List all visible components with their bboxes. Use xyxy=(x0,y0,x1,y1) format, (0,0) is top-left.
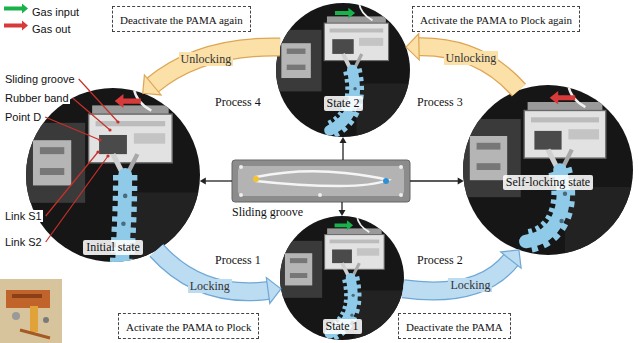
self-locking-photo xyxy=(463,85,633,255)
process-band-arrow xyxy=(406,34,519,90)
action-text: Deactivate the PAMA again xyxy=(120,14,243,26)
action-text: Activate the PAMA to Plock xyxy=(126,321,251,333)
legend-text: Gas out xyxy=(32,23,71,35)
label-holder: Process 4 xyxy=(214,92,262,110)
action-box: Activate the PAMA to Plock again xyxy=(412,6,580,32)
link-line xyxy=(341,202,342,211)
band-fill xyxy=(157,250,270,291)
label-holder: Process 2 xyxy=(416,250,464,268)
state2-photo xyxy=(276,3,410,137)
band-head xyxy=(406,34,419,60)
link-line xyxy=(410,180,459,181)
label-holder: Process 3 xyxy=(416,92,464,110)
label-holder: Link S1 xyxy=(4,206,43,224)
action-text: Activate the PAMA to Plock again xyxy=(420,14,572,26)
process-band-label: Locking xyxy=(188,279,232,293)
label-holder: Link S2 xyxy=(4,232,43,250)
state-label: State 2 xyxy=(324,96,363,111)
initial-photo xyxy=(26,88,200,269)
band-fill xyxy=(418,47,519,90)
leader-line xyxy=(79,79,118,122)
inset-photo xyxy=(0,279,62,343)
groove-plate xyxy=(232,160,410,202)
edge-label-holder: Unlocking xyxy=(179,49,234,67)
band-outline xyxy=(157,250,270,291)
state-circle: Self-locking state xyxy=(463,85,633,255)
part-label: Link S1 xyxy=(4,210,43,222)
state-label: Self-locking state xyxy=(503,175,593,190)
process-band-label: Locking xyxy=(448,278,492,292)
state1-photo xyxy=(280,216,404,340)
link-arrow xyxy=(340,137,347,160)
band-outline xyxy=(152,47,280,86)
state-label: State 1 xyxy=(323,319,362,334)
band-outline xyxy=(418,47,519,90)
link-arrow xyxy=(410,178,464,185)
link-line xyxy=(342,142,343,160)
process-label: Process 2 xyxy=(416,253,464,267)
edge-label-holder: Locking xyxy=(188,276,232,294)
action-box: Activate the PAMA to Plock xyxy=(118,313,259,339)
legend-holder: Gas out xyxy=(32,19,71,37)
legend-text: Gas input xyxy=(32,6,79,18)
band-head xyxy=(143,75,161,95)
process-band-arrow xyxy=(143,47,280,95)
link-line xyxy=(205,180,232,181)
process-label: Process 4 xyxy=(214,95,262,109)
link-head xyxy=(340,137,347,143)
leader-dot xyxy=(108,128,111,131)
edge-label-holder: Unlocking xyxy=(444,48,499,66)
band-head xyxy=(501,250,521,268)
part-label: Rubber band xyxy=(4,92,70,104)
edge-label-holder: Locking xyxy=(448,275,492,293)
label-holder: Point D xyxy=(4,107,42,125)
leader-line xyxy=(73,98,110,130)
leader-dot xyxy=(96,150,99,153)
part-label: Sliding groove xyxy=(4,73,76,85)
state-circle: State 1 xyxy=(280,216,404,340)
label-holder: Process 1 xyxy=(214,250,262,268)
state-circle: Initial state xyxy=(26,88,200,262)
band-head xyxy=(266,278,281,304)
process-band-label: Unlocking xyxy=(444,51,499,65)
label-holder: Sliding groove xyxy=(4,69,76,87)
link-arrow xyxy=(339,202,346,216)
leader-dot xyxy=(98,138,101,141)
leader-line xyxy=(45,117,100,140)
action-text: Deactivate the PAMA xyxy=(406,321,503,333)
gas-input-arrow xyxy=(4,4,28,14)
link-head xyxy=(339,210,346,216)
state-circle: State 2 xyxy=(276,3,410,137)
leader-line xyxy=(46,156,108,242)
action-box: Deactivate the PAMA again xyxy=(112,6,251,32)
groove-plate-box: Sliding groove xyxy=(232,160,410,202)
state-label: Initial state xyxy=(83,240,143,255)
part-label: Sliding groove xyxy=(232,205,410,220)
part-label: Point D xyxy=(4,111,42,123)
band-fill xyxy=(152,47,280,86)
label-holder: Rubber band xyxy=(4,88,70,106)
leader-dot xyxy=(116,120,119,123)
legend-holder: Gas input xyxy=(32,2,79,20)
action-box: Deactivate the PAMA xyxy=(398,313,511,339)
link-arrow xyxy=(200,178,232,185)
process-band-arrow xyxy=(157,250,281,303)
gas-out-arrow xyxy=(4,21,28,31)
process-band-label: Unlocking xyxy=(179,52,234,66)
link-head xyxy=(200,178,206,185)
process-label: Process 1 xyxy=(214,253,262,267)
part-label: Link S2 xyxy=(4,236,43,248)
process-label: Process 3 xyxy=(416,95,464,109)
leader-dot xyxy=(106,154,109,157)
link-head xyxy=(458,178,464,185)
